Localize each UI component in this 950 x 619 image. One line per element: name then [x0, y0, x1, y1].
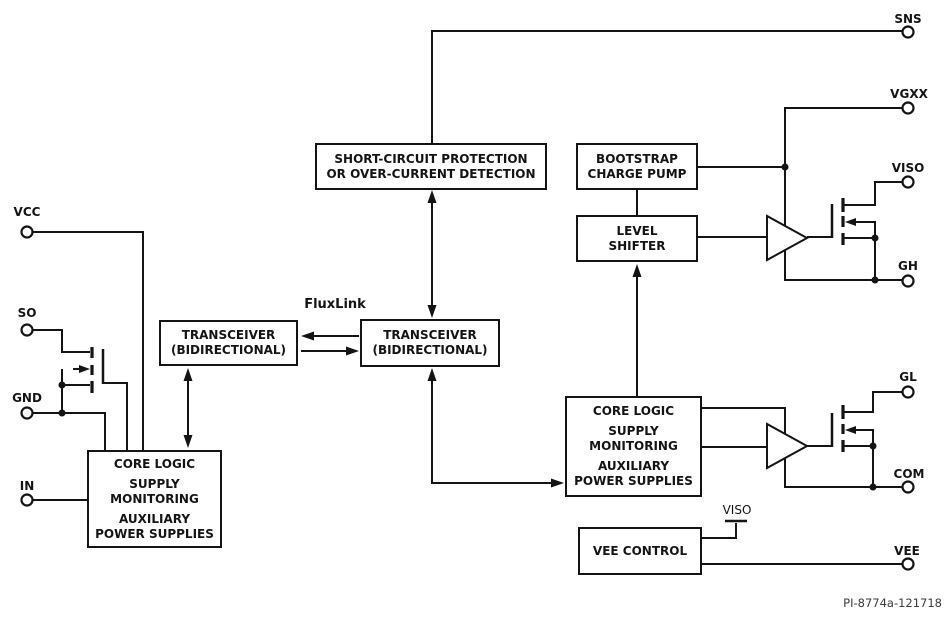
- arrow-left-mosfet-body: [79, 365, 90, 373]
- gnd-terminal-circle: [20, 406, 34, 420]
- block-label: (BIDIRECTIONAL): [170, 343, 287, 357]
- in-terminal-label: IN: [19, 479, 35, 493]
- arrow-up-levelshifter: [632, 264, 642, 277]
- arrow-down-coreleft: [183, 435, 193, 448]
- wire-gnd: [33, 412, 106, 450]
- so-terminal-circle: [20, 323, 34, 337]
- viso-terminal-label: VISO: [891, 161, 925, 175]
- left-mosfet-icon: [90, 347, 105, 393]
- gl-terminal-label: GL: [899, 370, 917, 384]
- block-label: AUXILIARY: [118, 511, 191, 526]
- core-logic-right-block: CORE LOGIC SUPPLY MONITORING AUXILIARY P…: [565, 396, 702, 497]
- block-label: CORE LOGIC: [592, 404, 675, 418]
- terminal-circles: [20, 25, 915, 571]
- viso-tap-label: VISO: [722, 503, 752, 517]
- block-label: POWER SUPPLIES: [574, 474, 693, 488]
- diagram-code: PI-8774a-121718: [843, 596, 942, 610]
- vee-terminal-circle: [901, 557, 915, 571]
- wire-vgxx-gh: [784, 107, 902, 281]
- com-terminal-label: COM: [893, 467, 925, 481]
- wire-bottom-mosfet-body: [856, 429, 874, 487]
- vcc-terminal-label: VCC: [13, 205, 41, 219]
- wires: [33, 30, 902, 565]
- fluxlink-label: FluxLink: [304, 297, 366, 312]
- wire-sns: [431, 30, 902, 143]
- sns-terminal-circle: [901, 25, 915, 39]
- buffer-triangle-icon-bottom: [766, 422, 810, 470]
- block-label: OR OVER-CURRENT DETECTION: [326, 166, 536, 181]
- wire-so: [33, 329, 90, 353]
- block-label: AUXILIARY: [597, 459, 670, 473]
- wire-viso: [843, 181, 902, 206]
- short-circuit-protection-block: SHORT-CIRCUIT PROTECTION OR OVER-CURRENT…: [315, 143, 547, 190]
- arrow-down-transceiver2: [427, 305, 437, 318]
- block-label-group: SUPPLY MONITORING: [589, 424, 678, 454]
- mosfet-symbols: [90, 198, 845, 523]
- wire-top-mosfet-body: [856, 221, 876, 280]
- block-label: MONITORING: [110, 491, 199, 506]
- block-label-group: AUXILIARY POWER SUPPLIES: [95, 512, 214, 542]
- gh-terminal-circle: [901, 274, 915, 288]
- gh-terminal-label: GH: [898, 259, 918, 273]
- core-logic-left-block: CORE LOGIC SUPPLY MONITORING AUXILIARY P…: [87, 450, 222, 548]
- arrow-up-transceiver1: [183, 368, 193, 381]
- vee-terminal-label: VEE: [894, 544, 920, 558]
- arrow-up-sc: [427, 190, 437, 203]
- vgxx-terminal-circle: [901, 101, 915, 115]
- com-terminal-circle: [901, 480, 915, 494]
- block-label: SHORT-CIRCUIT PROTECTION: [334, 151, 528, 166]
- vee-control-block: VEE CONTROL: [578, 527, 702, 575]
- in-terminal-circle: [20, 493, 34, 507]
- block-label-group: SUPPLY MONITORING: [110, 477, 199, 507]
- block-label: SUPPLY: [129, 476, 180, 491]
- vcc-terminal-circle: [20, 225, 34, 239]
- block-label: TRANSCEIVER: [383, 328, 477, 342]
- buffer-triangle-icon-top: [766, 214, 810, 262]
- gnd-terminal-label: GND: [12, 391, 42, 405]
- low-side-mosfet-icon: [830, 405, 845, 452]
- bootstrap-charge-pump-block: BOOTSTRAP CHARGE PUMP: [576, 143, 698, 190]
- arrow-right-coreright: [551, 478, 564, 488]
- junction-dots: [58, 163, 879, 491]
- transceiver-right-block: TRANSCEIVER (BIDIRECTIONAL): [360, 319, 500, 367]
- block-label: (BIDIRECTIONAL): [372, 343, 488, 357]
- block-label: SUPPLY: [608, 424, 659, 438]
- block-label: SHIFTER: [608, 238, 666, 253]
- arrow-up-transceiver2: [427, 368, 437, 381]
- arrow-bottom-mosfet-body: [845, 426, 856, 434]
- block-label: MONITORING: [589, 439, 678, 453]
- so-terminal-label: SO: [17, 306, 37, 320]
- vgxx-terminal-label: VGXX: [890, 87, 928, 101]
- wire-transceiver-coreright: [431, 379, 552, 484]
- driver-buffers: [766, 214, 810, 470]
- block-label: LEVEL: [616, 223, 658, 238]
- arrow-right-fluxlink: [346, 346, 359, 356]
- gl-terminal-circle: [901, 385, 915, 399]
- level-shifter-block: LEVEL SHIFTER: [576, 215, 698, 262]
- wire-viso-tap: [702, 523, 737, 539]
- block-label: CHARGE PUMP: [587, 166, 687, 181]
- block-label: VEE CONTROL: [592, 543, 688, 558]
- arrow-top-mosfet-body: [845, 218, 856, 226]
- wire-vcc: [33, 231, 144, 450]
- high-side-mosfet-icon: [830, 198, 845, 245]
- viso-terminal-circle: [901, 175, 915, 189]
- block-label: BOOTSTRAP: [596, 151, 678, 166]
- transceiver-left-block: TRANSCEIVER (BIDIRECTIONAL): [159, 320, 298, 366]
- block-label: POWER SUPPLIES: [95, 526, 214, 541]
- arrowheads: [79, 190, 856, 488]
- arrow-left-fluxlink: [301, 331, 314, 341]
- block-label-group: AUXILIARY POWER SUPPLIES: [574, 459, 693, 489]
- block-label: TRANSCEIVER: [181, 328, 276, 342]
- wire-gl: [843, 391, 902, 413]
- sns-terminal-label: SNS: [894, 12, 922, 26]
- wire-left-gate: [103, 382, 128, 450]
- block-label: CORE LOGIC: [113, 456, 196, 471]
